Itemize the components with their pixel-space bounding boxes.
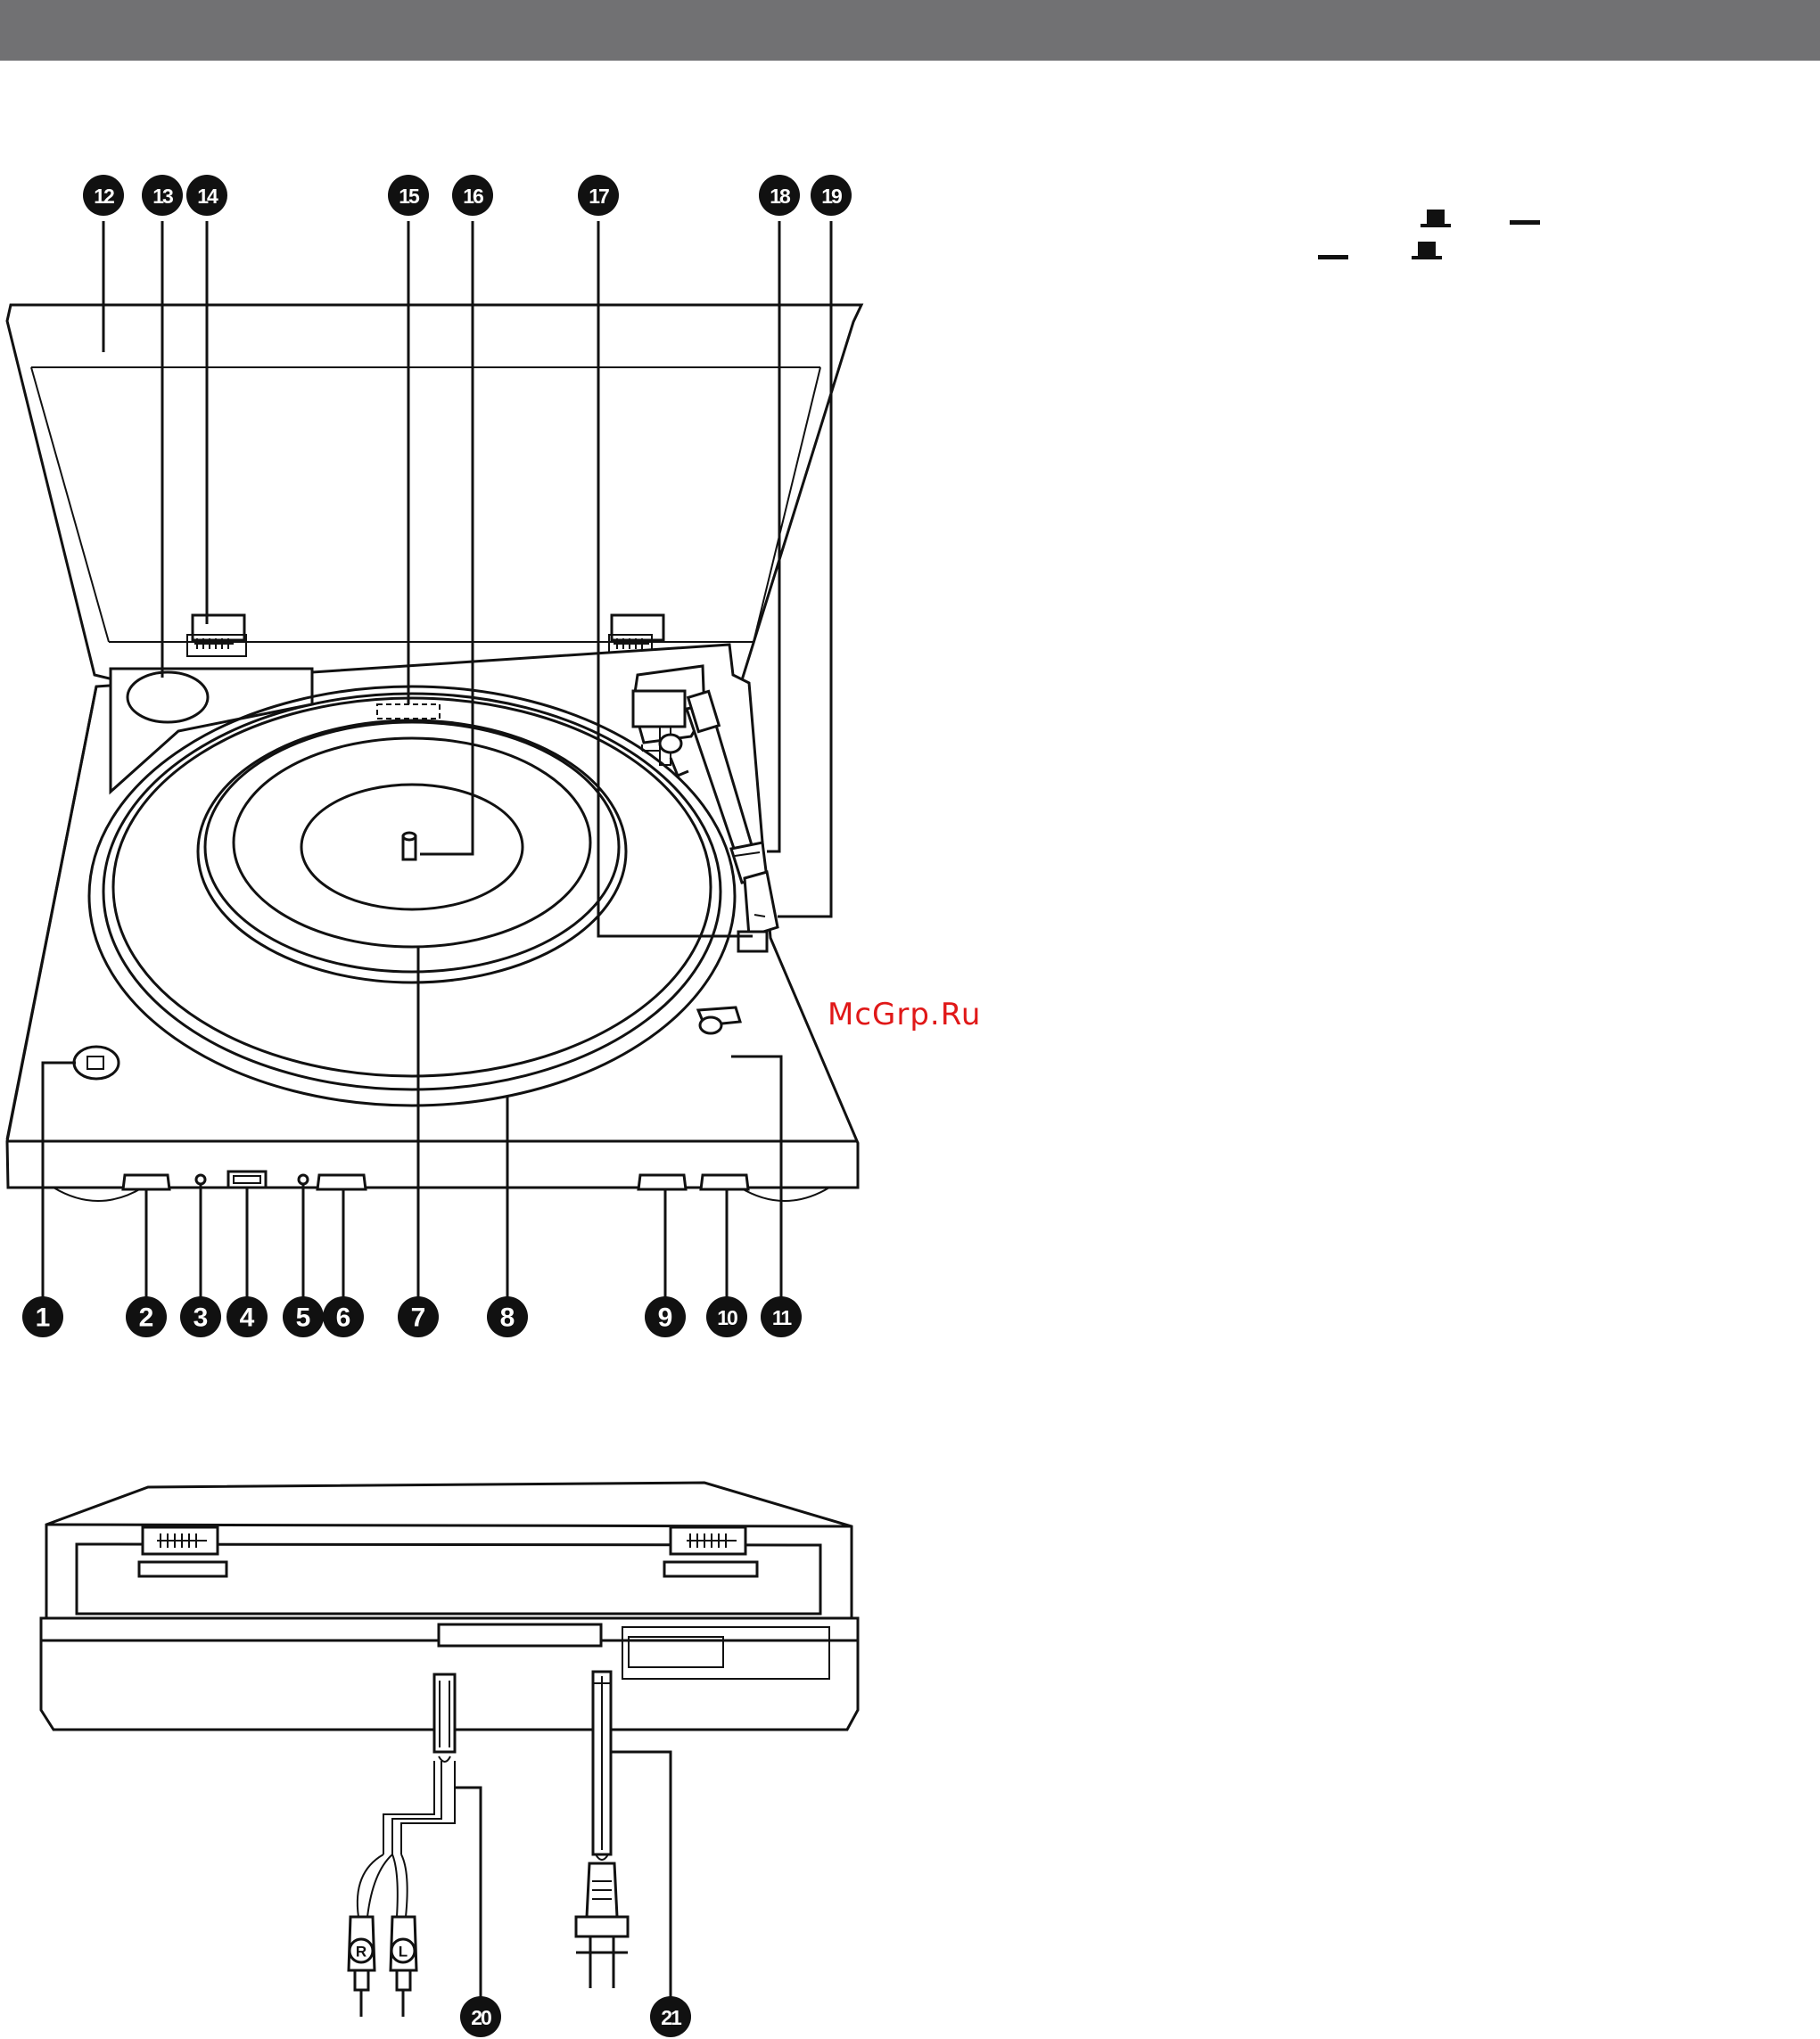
rca-left-letter: L [399,1944,408,1961]
callout-14: 14 [186,175,227,216]
callout-17: 17 [578,175,619,216]
callout-number: 7 [411,1303,426,1333]
callout-6: 6 [323,1296,364,1337]
callout-number: 8 [500,1303,515,1333]
callout-1: 1 [22,1296,63,1337]
headshell [745,872,778,936]
callout-number: 4 [240,1303,255,1333]
rca-right-letter: R [356,1944,366,1961]
callout-7: 7 [398,1296,439,1337]
callout-15: 15 [388,175,429,216]
power-plug [576,1917,628,1936]
callout-number: 19 [821,185,842,208]
callout-16: 16 [452,175,493,216]
callout-number: 13 [152,185,173,208]
control-10 [701,1175,748,1189]
callout-5: 5 [283,1296,324,1337]
callout-number: 11 [772,1306,793,1329]
callout-number: 15 [399,185,420,208]
callout-20: 20 [460,1996,501,2037]
callout-18: 18 [759,175,800,216]
callout-number: 10 [717,1306,737,1329]
hinge-left [193,615,244,640]
callout-number: 5 [296,1303,311,1333]
callout-number: 2 [139,1303,154,1333]
callout-number: 18 [770,185,791,208]
callout-3: 3 [180,1296,221,1337]
callout-8: 8 [487,1296,528,1337]
audio-cable [434,1674,455,1752]
control-3 [196,1175,205,1184]
watermark: McGrp.Ru [828,997,981,1032]
callout-number: 1 [36,1303,51,1333]
switch-symbols [1318,210,1540,259]
power-knob [74,1047,119,1079]
hinge-right [612,615,663,640]
callout-9: 9 [645,1296,686,1337]
turntable-top-view [7,305,861,1201]
callout-number: 17 [589,185,609,208]
callout-number: 9 [658,1303,673,1333]
control-5 [299,1175,308,1184]
callout-number: 3 [194,1303,209,1333]
callout-21: 21 [650,1996,691,2037]
callout-19: 19 [811,175,852,216]
dust-cover [7,305,861,683]
control-2 [123,1175,169,1189]
control-9 [638,1175,686,1189]
callout-12: 12 [83,175,124,216]
callout-13: 13 [142,175,183,216]
adapter-holder [128,672,208,722]
callout-number: 16 [463,185,483,208]
callout-number: 6 [336,1303,351,1333]
callout-10: 10 [706,1296,747,1337]
control-6 [317,1175,366,1189]
callout-2: 2 [126,1296,167,1337]
callout-11: 11 [761,1296,802,1337]
callout-number: 20 [471,2006,491,2029]
turntable-rear-view: R L [41,1483,858,2024]
callout-number: 21 [661,2006,682,2029]
callout-number: 14 [197,185,218,208]
callout-number: 12 [94,185,114,208]
callout-4: 4 [226,1296,268,1337]
